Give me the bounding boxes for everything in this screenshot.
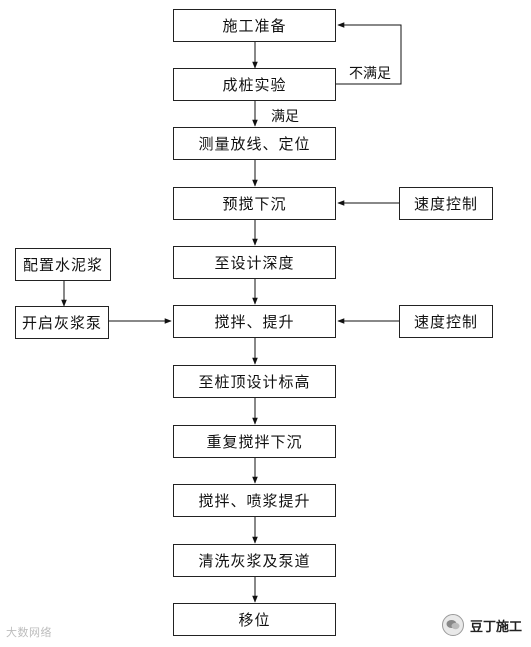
- speed-control-box-1: 速度控制: [399, 187, 493, 220]
- step-clean-slurry-pump: 清洗灰浆及泵道: [173, 544, 336, 577]
- step-design-depth: 至设计深度: [173, 246, 336, 279]
- speed-control-box-2: 速度控制: [399, 305, 493, 338]
- step-relocate: 移位: [173, 603, 336, 636]
- step-survey-positioning: 测量放线、定位: [173, 127, 336, 160]
- step-mix-spray-lift: 搅拌、喷浆提升: [173, 484, 336, 517]
- loop-label-not-satisfied: 不满足: [349, 66, 391, 82]
- watermark-right: 豆丁施工: [442, 614, 522, 636]
- step-pile-top-elevation: 至桩顶设计标高: [173, 365, 336, 398]
- watermark-right-text: 豆丁施工: [470, 619, 523, 635]
- start-slurry-pump-box: 开启灰浆泵: [15, 306, 109, 339]
- step-construction-prep: 施工准备: [173, 9, 336, 42]
- watermark-left-text: 大数网络: [6, 626, 52, 639]
- step-pile-test: 成桩实验: [173, 68, 336, 101]
- step-repeat-mix-sinking: 重复搅拌下沉: [173, 425, 336, 458]
- loop-back-arrow: [336, 22, 402, 85]
- pass-label-satisfied: 满足: [271, 109, 299, 125]
- step-pre-mix-sinking: 预搅下沉: [173, 187, 336, 220]
- chat-bubble-icon: [442, 614, 464, 636]
- watermark-left: 大数网络: [6, 624, 52, 640]
- mix-cement-slurry-box: 配置水泥浆: [15, 248, 111, 281]
- step-mix-lift: 搅拌、提升: [173, 305, 336, 338]
